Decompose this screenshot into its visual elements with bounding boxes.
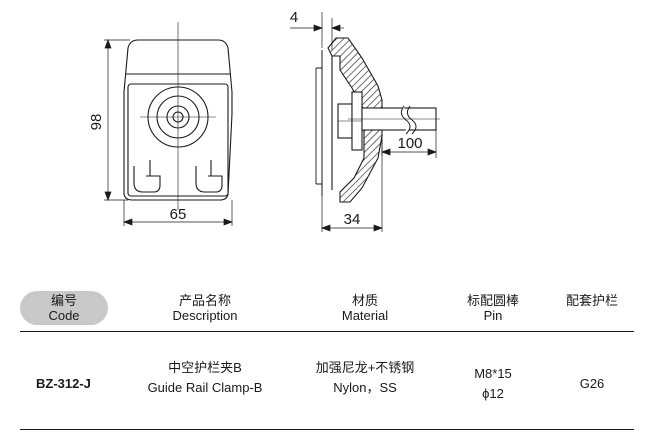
right-slot	[195, 166, 223, 193]
row-pin: M8*15 ϕ12	[448, 364, 538, 404]
header-material-en: Material	[341, 308, 389, 323]
row-material: 加强尼龙+不锈钢 Nylon，SS	[305, 358, 425, 398]
dim-depth-label: 34	[344, 211, 361, 228]
section-view	[315, 37, 440, 203]
header-pin-cn: 标配圆棒	[466, 293, 519, 308]
row-description: 中空护栏夹B Guide Rail Clamp-B	[130, 358, 280, 398]
clamp-body-outline	[123, 39, 233, 201]
row-rail: G26	[550, 374, 634, 394]
header-material: 材质 Material	[310, 293, 420, 323]
technical-drawing: 98 65	[88, 9, 440, 232]
header-description-en: Description	[172, 308, 238, 323]
header-material-cn: 材质	[351, 293, 378, 308]
row-pin-line1: M8*15	[474, 366, 512, 381]
header-pin-en: Pin	[483, 308, 503, 323]
row-description-en: Guide Rail Clamp-B	[147, 380, 263, 395]
dim-thickness-label: 4	[290, 9, 298, 26]
header-pin: 标配圆棒 Pin	[448, 293, 538, 323]
dim-width-label: 65	[170, 206, 187, 223]
dim-pin-length-label: 100	[397, 135, 422, 152]
spec-table: 编号 Code 产品名称 Description 材质 Material 标配圆…	[20, 288, 634, 434]
section-dimensions	[290, 12, 437, 232]
header-rail: 配套护栏	[550, 293, 634, 308]
section-body	[327, 37, 383, 203]
header-code-en: Code	[48, 308, 80, 323]
front-dimensions	[104, 39, 233, 226]
header-code-cn: 编号	[50, 293, 77, 308]
left-slot	[133, 166, 161, 193]
dim-height-label: 98	[88, 114, 105, 131]
row-code: BZ-312-J	[36, 376, 91, 391]
header-description-cn: 产品名称	[178, 293, 231, 308]
row-material-cn: 加强尼龙+不锈钢	[315, 360, 415, 375]
row-material-en: Nylon，SS	[333, 380, 397, 395]
code-header-pill	[20, 291, 108, 325]
row-rail-value: G26	[579, 376, 605, 391]
front-view	[123, 22, 233, 210]
header-rule	[20, 331, 634, 332]
header-rail-cn: 配套护栏	[565, 293, 618, 308]
header-code: 编号 Code	[20, 293, 108, 323]
row-description-cn: 中空护栏夹B	[168, 360, 242, 375]
bottom-rule	[20, 429, 634, 430]
row-pin-line2: ϕ12	[482, 386, 504, 401]
header-description: 产品名称 Description	[140, 293, 270, 323]
